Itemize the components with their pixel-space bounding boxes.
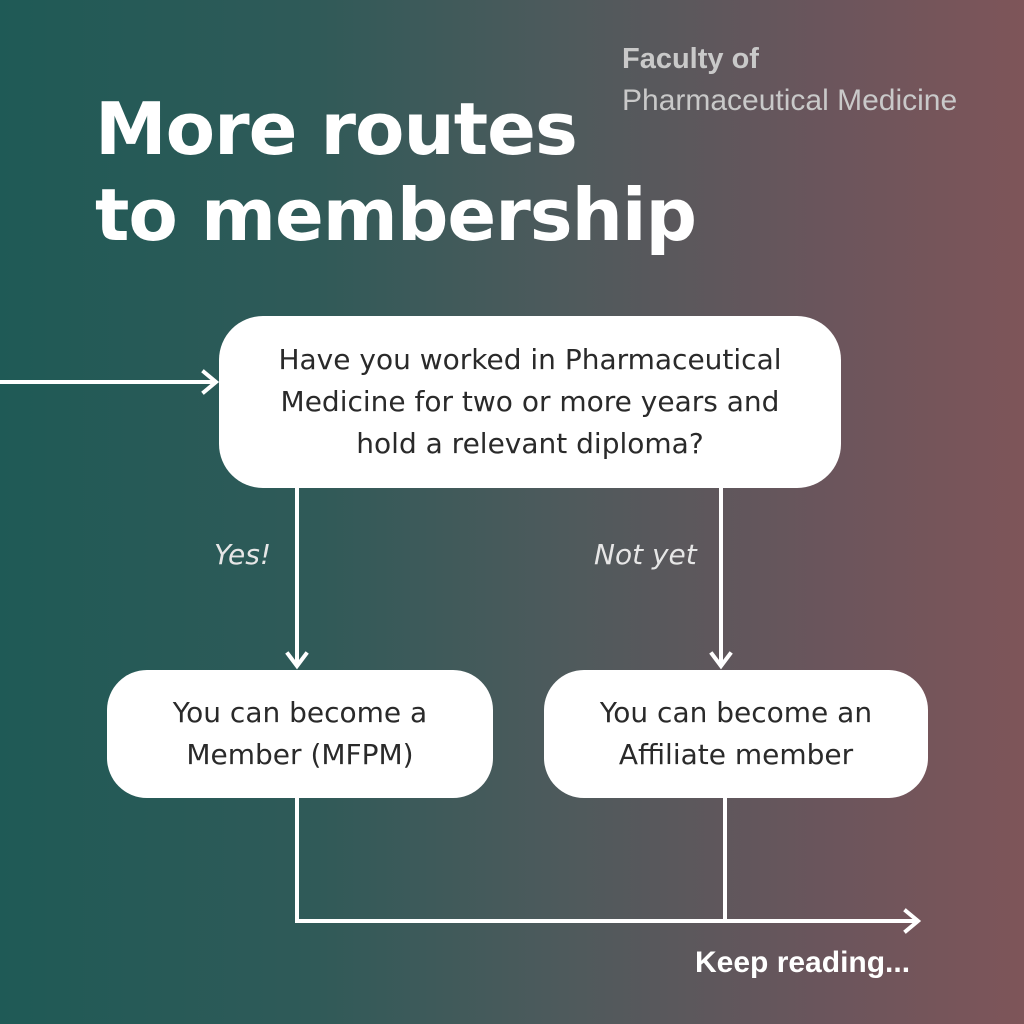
question-line2: Medicine for two or more years and (280, 385, 780, 418)
yes-arrowhead-icon (285, 651, 309, 670)
yes-branch-label: Yes! (214, 538, 272, 571)
member-line1: You can become a (172, 696, 428, 729)
member-line2: Member (MFPM) (186, 738, 414, 771)
keep-reading-label: Keep reading... (695, 946, 911, 979)
exit-arrowhead-icon (903, 908, 922, 934)
title-line2: to membership (95, 173, 697, 257)
notyet-arrowhead-icon (709, 651, 733, 670)
faculty-logo-text: Faculty of Pharmaceutical Medicine (622, 38, 957, 122)
member-outcome-box: You can become a Member (MFPM) (107, 670, 493, 798)
notyet-branch-label: Not yet (594, 538, 697, 571)
question-line3: hold a relevant diploma? (356, 427, 704, 460)
page-title: More routes to membership (95, 86, 735, 258)
question-box: Have you worked in Pharmaceutical Medici… (219, 316, 841, 488)
title-line1: More routes (95, 87, 578, 171)
affiliate-line1: You can become an (599, 696, 873, 729)
affiliate-outcome-box: You can become an Affiliate member (544, 670, 928, 798)
affiliate-line2: Affiliate member (618, 738, 854, 771)
org-name-line1: Faculty of (622, 43, 759, 75)
org-name-line2: Pharmaceutical Medicine (622, 84, 958, 117)
entry-arrowhead-icon (201, 369, 220, 395)
question-line1: Have you worked in Pharmaceutical (278, 343, 782, 376)
